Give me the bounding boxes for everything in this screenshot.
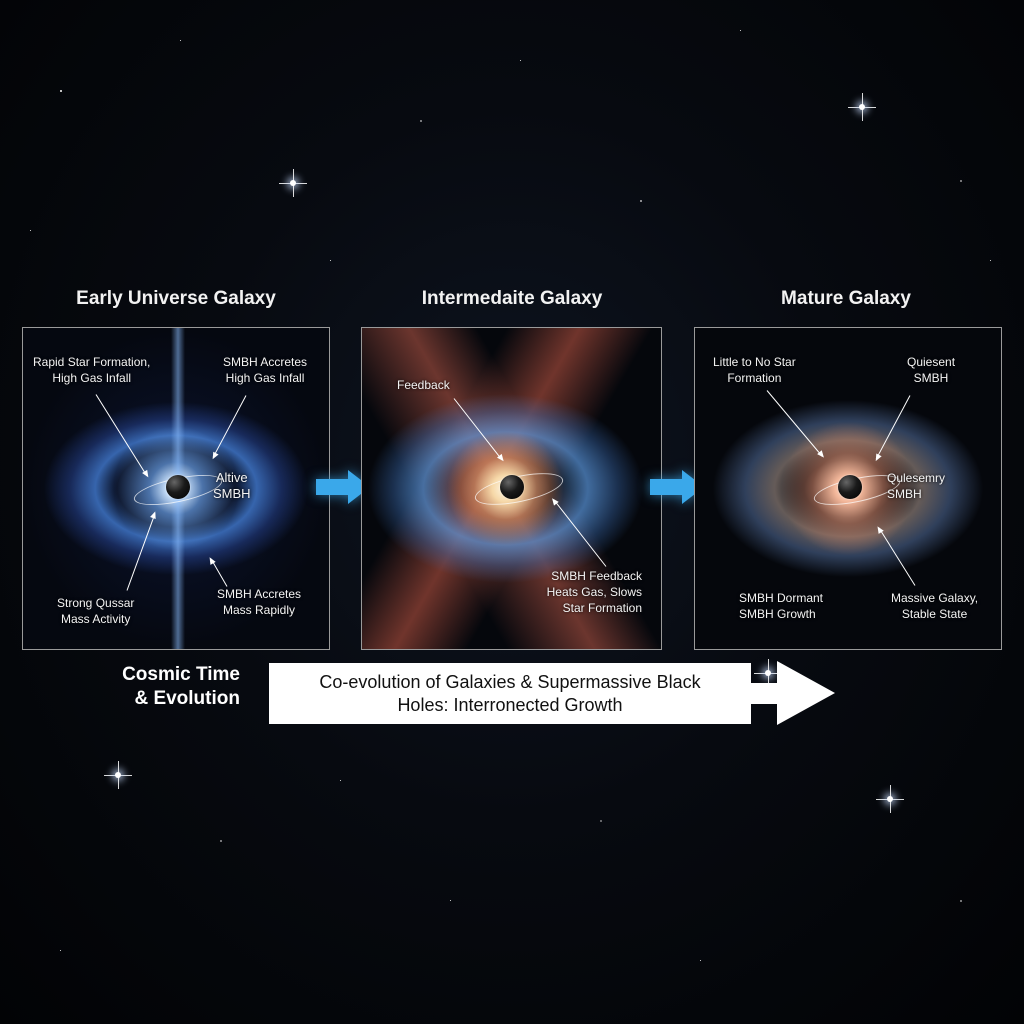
label-rapid-star-formation: Rapid Star Formation, High Gas Infall <box>33 355 151 385</box>
pointer-arrow <box>878 527 916 586</box>
pointer-arrow <box>126 513 156 591</box>
diagram-title: Co-evolution of Galaxies & Supermassive … <box>319 672 701 715</box>
label-smbh-accretes-gas: SMBH Accretes High Gas Infall <box>223 355 308 385</box>
label-active-smbh: Altive SMBH <box>213 470 251 501</box>
black-hole-icon <box>838 475 862 499</box>
pointer-arrow <box>766 390 823 457</box>
pointer-arrow <box>553 499 607 567</box>
panel-title-early: Early Universe Galaxy <box>76 288 276 309</box>
label-massive-galaxy: Massive Galaxy, Stable State <box>891 591 979 621</box>
black-hole-icon <box>500 475 524 499</box>
early-universe-galaxy-panel: Rapid Star Formation, High Gas Infall SM… <box>22 327 330 650</box>
pointer-arrow <box>453 398 503 461</box>
panel-title-intermediate: Intermedaite Galaxy <box>421 288 603 309</box>
mature-galaxy-panel: Little to No Star Formation Quiesent SMB… <box>694 327 1002 650</box>
bright-star-icon <box>876 785 904 813</box>
label-feedback: Feedback <box>397 378 450 392</box>
pointer-arrow <box>95 394 148 477</box>
label-quiescent-smbh: Quiesent SMBH <box>907 355 956 385</box>
cosmic-time-label: Cosmic Time & Evolution <box>122 664 240 709</box>
label-smbh-dormant: SMBH Dormant SMBH Growth <box>739 591 824 621</box>
bright-star-icon <box>279 169 307 197</box>
pointer-arrow <box>210 558 228 587</box>
arrow-right-icon <box>777 661 835 725</box>
pointer-arrow <box>212 395 247 458</box>
label-accretes-mass-rapidly: SMBH Accretes Mass Rapidly <box>217 587 302 617</box>
label-strong-quasar: Strong Qussar Mass Activity <box>57 596 135 626</box>
panel-title-mature: Mature Galaxy <box>781 288 911 309</box>
label-smbh-feedback: SMBH Feedback Heats Gas, Slows Star Form… <box>546 569 642 615</box>
label-little-star-formation: Little to No Star Formation <box>713 355 796 385</box>
timeline-arrow: Co-evolution of Galaxies & Supermassive … <box>269 661 835 725</box>
bright-star-icon <box>848 93 876 121</box>
bright-star-icon <box>104 761 132 789</box>
intermediate-galaxy-panel: Feedback SMBH Feedback Heats Gas, Slows … <box>361 327 662 650</box>
black-hole-icon <box>166 475 190 499</box>
label-quiescent-smbh-center: Qulesemry SMBH <box>887 471 946 501</box>
pointer-arrow <box>875 395 911 460</box>
